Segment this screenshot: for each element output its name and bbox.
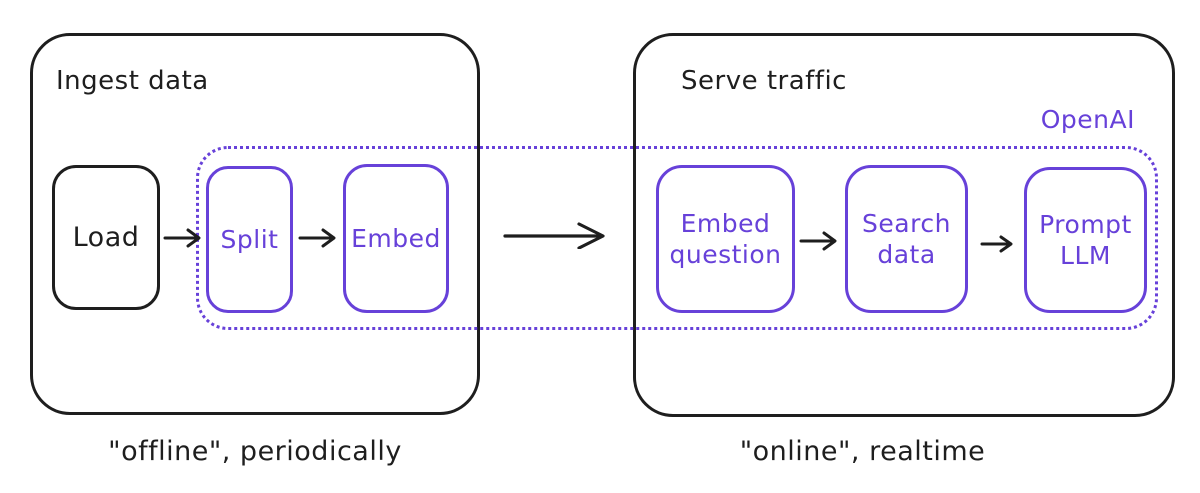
split-node-label: Split [220,224,279,254]
embed-question-node-label: Embed question [669,208,782,269]
arrow-split-to-embed-icon [298,227,338,249]
pipeline-flow-arrow-icon [503,221,611,249]
split-node: Split [206,166,293,313]
arrow-search-to-prompt-icon [980,234,1015,254]
ingest-data-container [30,33,480,415]
embed-question-node: Embed question [656,165,795,313]
ingest-data-title: Ingest data [56,66,209,96]
serve-traffic-container [633,33,1175,417]
offline-caption: "offline", periodically [108,436,402,467]
embed-node-label: Embed [351,223,441,253]
arrow-load-to-split-icon [163,227,203,249]
arrow-embed-question-to-search-icon [799,230,839,252]
load-node-label: Load [72,221,140,253]
embed-node: Embed [343,164,449,313]
prompt-llm-node-label: Prompt LLM [1039,209,1132,270]
online-caption: "online", realtime [739,436,986,467]
search-data-node-label: Search data [862,208,951,269]
serve-traffic-title: Serve traffic [681,66,847,96]
openai-label: OpenAI [1040,105,1135,134]
search-data-node: Search data [845,165,968,313]
prompt-llm-node: Prompt LLM [1024,167,1147,313]
load-node: Load [52,165,160,310]
